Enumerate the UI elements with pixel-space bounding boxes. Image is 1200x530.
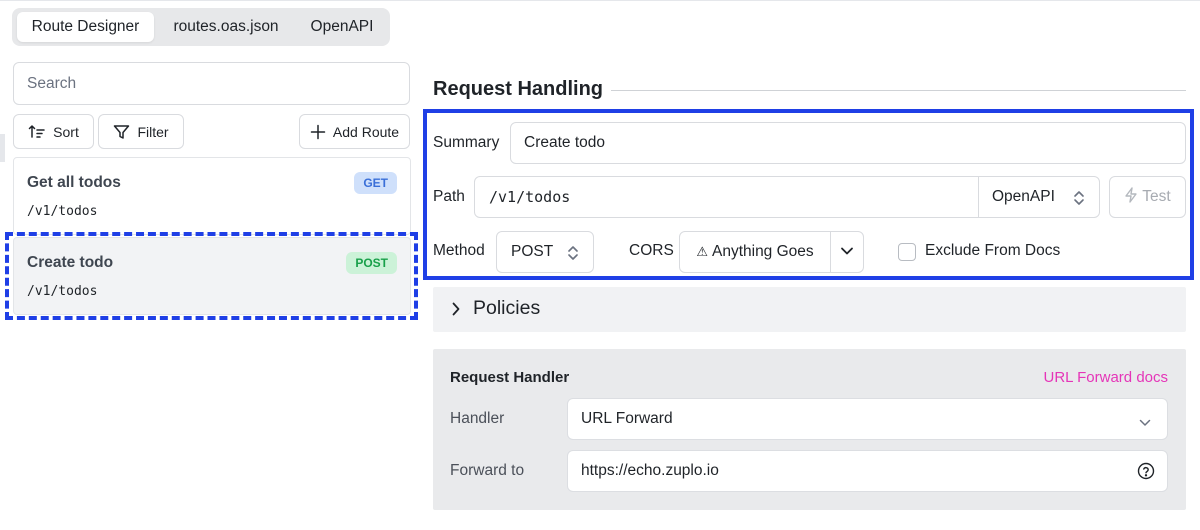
exclude-from-docs-label: Exclude From Docs — [925, 242, 1061, 259]
test-button[interactable]: Test — [1109, 176, 1186, 218]
route-title: Create todo — [27, 254, 114, 271]
handler-value: URL Forward — [581, 410, 673, 427]
route-item[interactable]: Get all todos GET /v1/todos — [13, 157, 411, 235]
test-label: Test — [1142, 188, 1171, 205]
top-border — [0, 0, 1200, 1]
selection-highlight — [5, 232, 418, 320]
section-title: Request Handling — [433, 78, 604, 100]
handler-label: Handler — [450, 410, 505, 427]
method-select[interactable]: POST — [496, 231, 594, 273]
filter-label: Filter — [137, 123, 169, 140]
method-label: Method — [433, 242, 485, 259]
policies-title: Policies — [473, 297, 541, 319]
cors-label: CORS — [629, 242, 674, 259]
search-input[interactable] — [13, 62, 410, 105]
chevron-down-icon — [840, 243, 854, 261]
cors-select[interactable]: ⚠ Anything Goes — [679, 231, 831, 273]
tab-routes-oas-json[interactable]: routes.oas.json — [173, 18, 279, 35]
help-circle-icon[interactable] — [1137, 462, 1155, 485]
tab-openapi[interactable]: OpenAPI — [310, 18, 374, 35]
summary-label: Summary — [433, 134, 500, 151]
cors-dropdown-button[interactable] — [830, 231, 864, 273]
summary-value: Create todo — [524, 134, 605, 151]
chevron-updown-icon — [567, 244, 579, 267]
path-label: Path — [433, 188, 465, 205]
path-mode-value: OpenAPI — [992, 188, 1055, 205]
add-route-button[interactable]: Add Route — [299, 114, 410, 149]
section-divider — [611, 90, 1186, 91]
chevron-right-icon — [451, 301, 461, 322]
path-value: /v1/todos — [489, 188, 571, 206]
sort-icon — [28, 124, 46, 140]
path-input[interactable]: /v1/todos — [474, 176, 979, 218]
warning-icon: ⚠ — [696, 244, 708, 260]
plus-icon — [310, 124, 326, 140]
add-route-label: Add Route — [332, 123, 400, 140]
policies-expander[interactable]: Policies — [433, 287, 1186, 332]
filter-icon — [113, 124, 130, 140]
summary-input[interactable]: Create todo — [510, 122, 1186, 164]
route-title: Get all todos — [27, 174, 121, 191]
exclude-from-docs-checkbox[interactable] — [898, 243, 916, 261]
request-handling-highlight — [423, 109, 1194, 280]
sort-label: Sort — [53, 123, 79, 140]
sort-button[interactable]: Sort — [13, 114, 94, 149]
path-mode-select[interactable]: OpenAPI — [978, 176, 1100, 218]
route-path: /v1/todos — [27, 284, 98, 299]
forward-to-label: Forward to — [450, 462, 525, 479]
cors-value: Anything Goes — [711, 243, 814, 260]
route-item-selected[interactable]: Create todo POST /v1/todos — [13, 237, 411, 315]
chevron-updown-icon — [1073, 189, 1085, 212]
panel-resize-handle[interactable] — [0, 134, 5, 162]
request-handler-title: Request Handler — [450, 369, 570, 386]
tab-bar: Route Designer routes.oas.json OpenAPI — [12, 8, 390, 46]
method-badge-get: GET — [354, 172, 397, 194]
handler-select[interactable]: URL Forward — [567, 398, 1168, 440]
method-badge-post: POST — [346, 252, 397, 274]
forward-to-input[interactable]: https://echo.zuplo.io — [567, 450, 1168, 492]
forward-to-value: https://echo.zuplo.io — [581, 462, 719, 479]
url-forward-docs-link[interactable]: URL Forward docs — [1043, 369, 1168, 386]
route-path: /v1/todos — [27, 204, 98, 219]
request-handler-panel: Request Handler URL Forward docs Handler… — [433, 349, 1186, 510]
tab-route-designer[interactable]: Route Designer — [17, 12, 154, 42]
lightning-icon — [1124, 186, 1138, 208]
filter-button[interactable]: Filter — [98, 114, 184, 149]
chevron-down-icon — [1139, 414, 1151, 432]
method-value: POST — [511, 243, 554, 260]
